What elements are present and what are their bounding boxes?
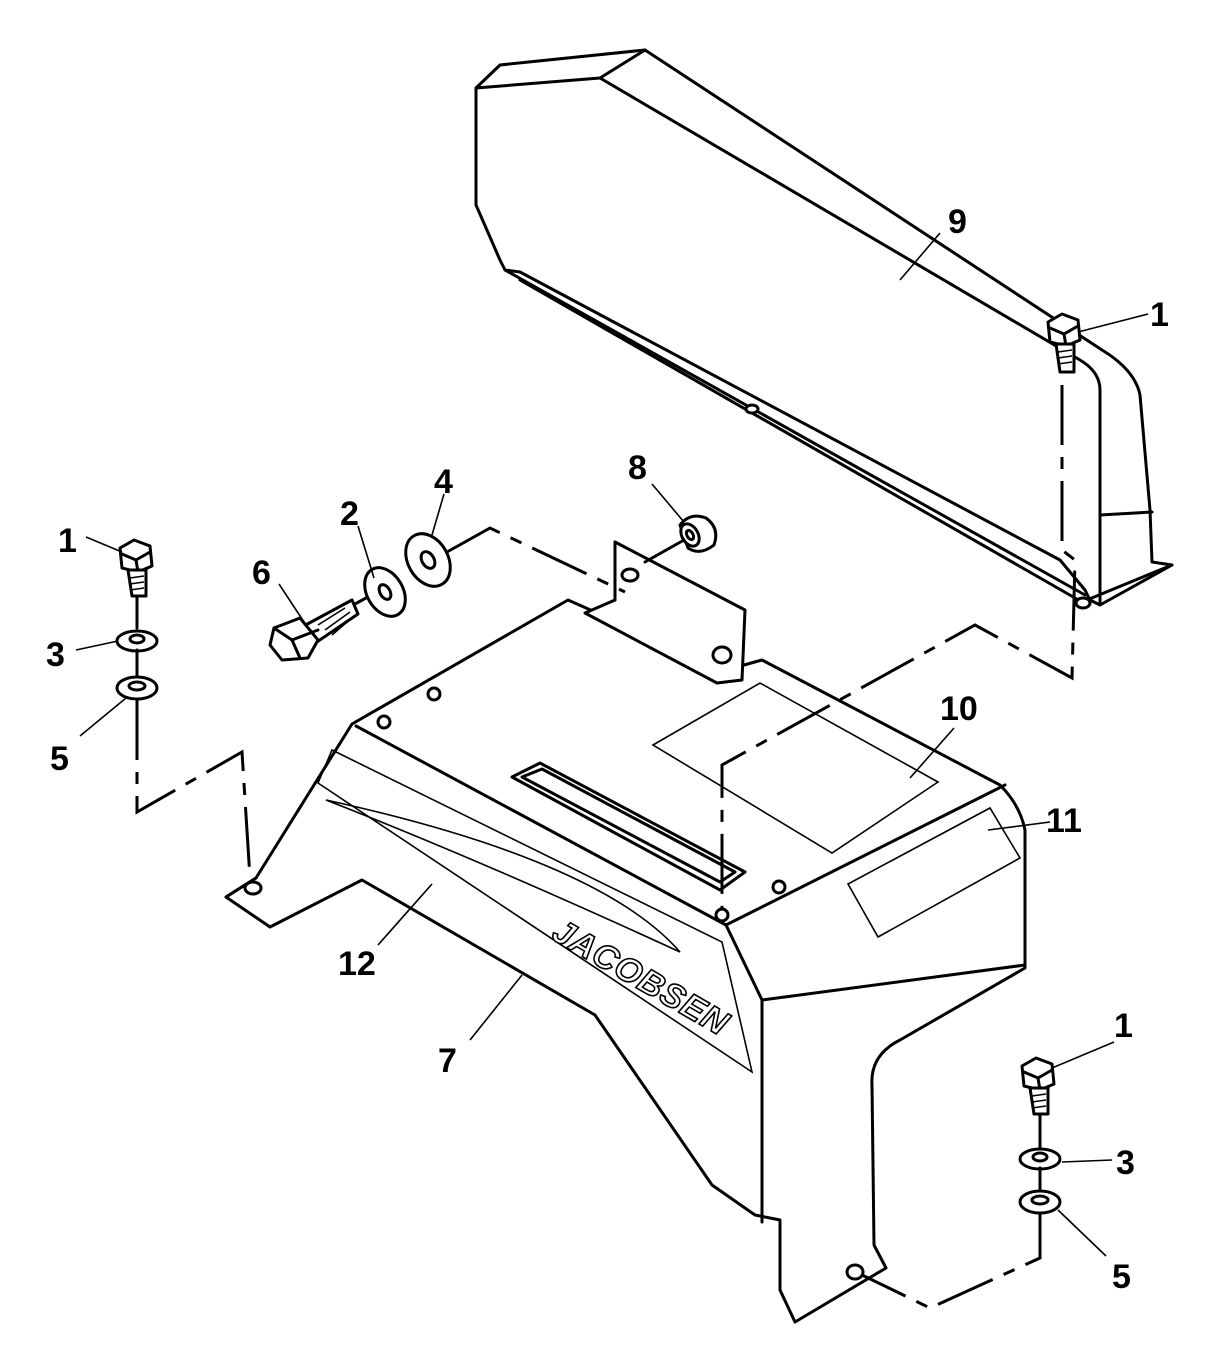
callout-1-right: 1 [1114,1007,1133,1045]
callout-3-right: 3 [1116,1144,1135,1182]
part-washer-5-left [115,675,159,701]
callout-5-right: 5 [1112,1258,1131,1296]
leader-lines [75,232,1149,1257]
callout-1-left: 1 [58,522,77,560]
part-spacer-8 [678,514,718,553]
part-main-shroud: JACOBSEN [224,540,1027,1324]
callout-9: 9 [948,203,967,241]
callout-2: 2 [340,495,359,533]
part-washer-5-right [1018,1189,1062,1215]
part-bolt-1-right [1020,1056,1056,1116]
part-washer-4 [404,532,452,588]
callout-4: 4 [434,463,453,501]
callout-1-top: 1 [1150,296,1169,334]
part-belt-cover [474,48,1174,610]
callout-10: 10 [940,690,978,728]
callout-11: 11 [1046,802,1082,840]
assembly-lines [135,385,1077,1310]
part-lockwasher-3-right [1018,1147,1062,1171]
part-hex-bolt-6 [268,583,392,662]
callout-7: 7 [438,1042,457,1080]
callout-5-left: 5 [50,740,69,778]
part-washer-2 [363,566,407,618]
callout-8: 8 [628,449,647,487]
part-lockwasher-3-left [115,629,159,653]
callout-labels: 9 1 1 3 5 6 2 4 8 10 11 12 7 1 3 5 [46,203,1169,1296]
callout-12: 12 [338,945,376,983]
callout-3-left: 3 [46,636,65,674]
part-bolt-1-top [1046,312,1082,374]
part-bolt-1-left [118,538,154,598]
callout-6: 6 [252,554,271,592]
